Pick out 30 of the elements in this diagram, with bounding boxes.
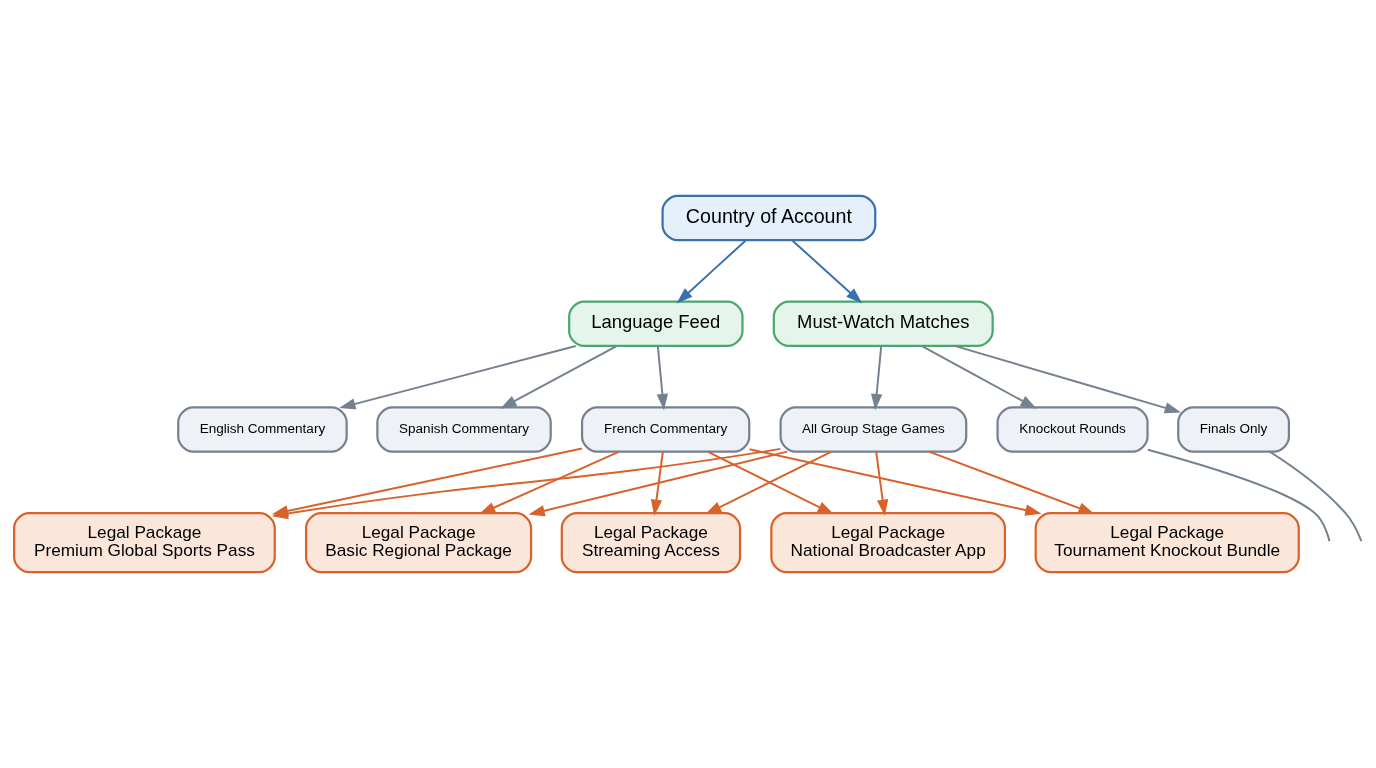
- connector: [1268, 450, 1363, 543]
- arrow: [875, 451, 889, 516]
- node-box: Legal Package Tournament Knockout Bundle: [1034, 511, 1300, 574]
- arrow: [928, 450, 1095, 515]
- node-box: All Group Stage Games: [779, 406, 968, 453]
- node-box: Spanish Commentary: [376, 406, 552, 453]
- node-box: Country of Account: [661, 194, 877, 242]
- arrow: [339, 345, 577, 410]
- arrow: [791, 239, 863, 304]
- node-box: Legal Package Basic Regional Package: [304, 511, 533, 574]
- arrow: [953, 344, 1181, 414]
- arrow: [650, 451, 664, 516]
- arrow: [479, 450, 620, 515]
- arrow: [748, 448, 1042, 516]
- node-box: Knockout Rounds: [996, 406, 1149, 453]
- arrow: [656, 345, 669, 411]
- connector: [1146, 448, 1331, 543]
- node-box: Finals Only: [1177, 406, 1290, 453]
- node-box: Language Feed: [568, 300, 744, 347]
- node-box: Legal Package National Broadcaster App: [770, 511, 1007, 574]
- node-box: Legal Package Premium Global Sports Pass: [13, 511, 276, 574]
- arrow: [500, 345, 618, 409]
- node-box: Legal Package Streaming Access: [560, 511, 742, 574]
- node-box: English Commentary: [177, 406, 348, 453]
- node-box: French Commentary: [580, 406, 751, 453]
- arrow: [871, 345, 883, 411]
- node-box: Must-Watch Matches: [772, 300, 994, 347]
- arrow: [528, 450, 789, 517]
- arrow: [921, 345, 1037, 409]
- arrow: [676, 239, 747, 304]
